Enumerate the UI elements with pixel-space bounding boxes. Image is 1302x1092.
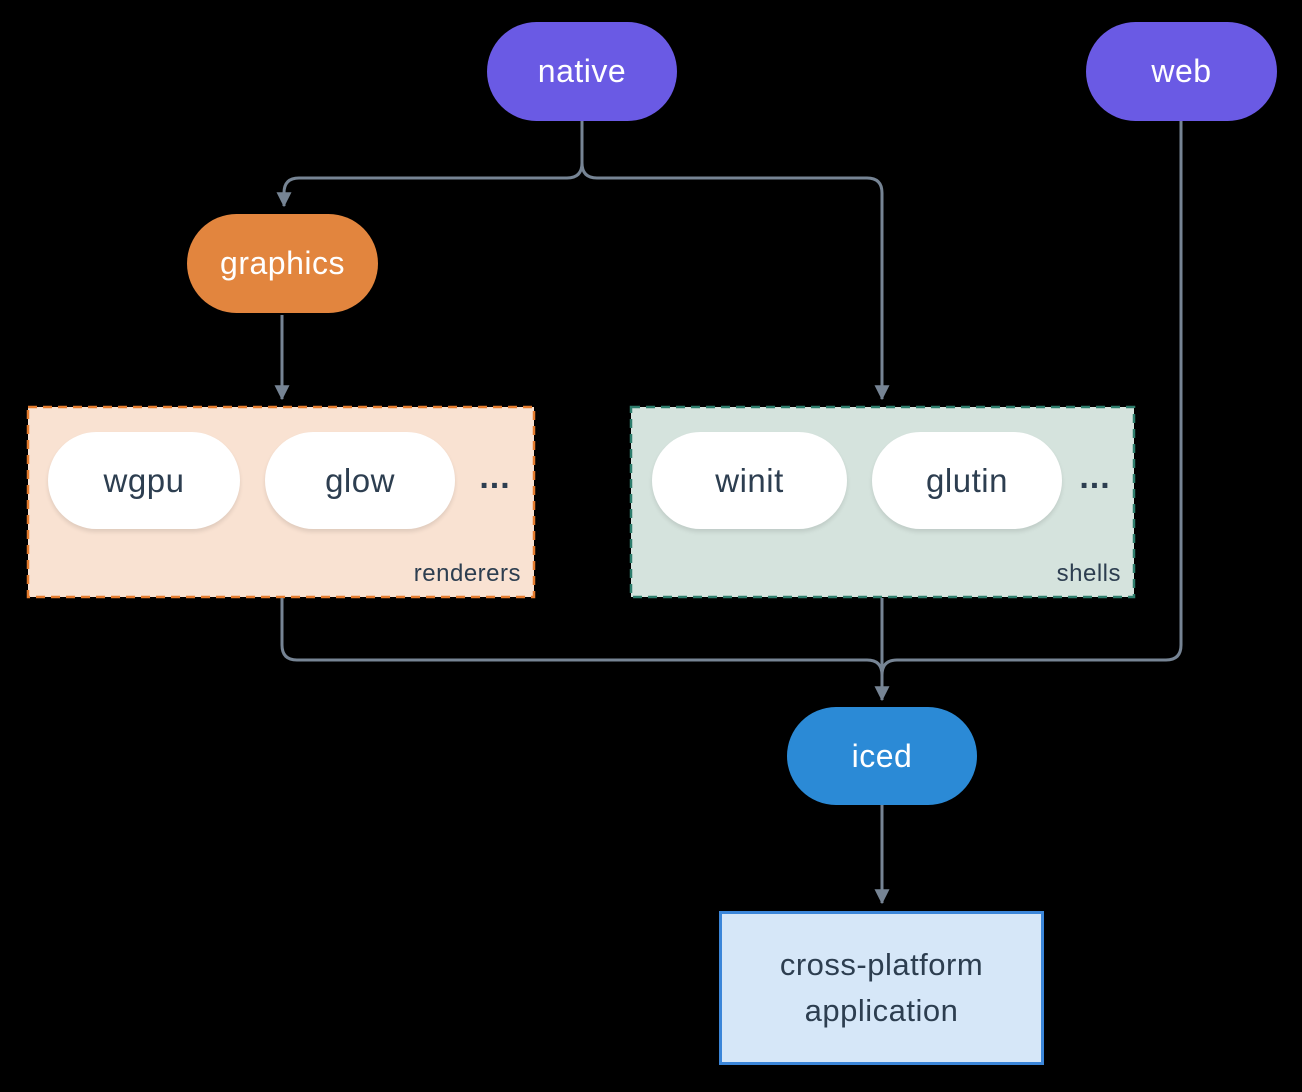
node-wgpu: wgpu bbox=[48, 432, 240, 529]
node-native: native bbox=[487, 22, 677, 121]
renderers-group-label: renderers bbox=[413, 560, 521, 587]
shells-ellipsis: ... bbox=[1079, 458, 1111, 496]
node-graphics: graphics bbox=[187, 214, 378, 313]
renderers-ellipsis: ... bbox=[479, 458, 511, 496]
node-winit: winit bbox=[652, 432, 847, 529]
edge-native-to-graphics bbox=[276, 121, 584, 208]
node-glow: glow bbox=[265, 432, 455, 529]
edge-native-to-shells bbox=[580, 121, 890, 401]
node-web: web bbox=[1086, 22, 1277, 121]
renderers-group: wgpu glow ... renderers bbox=[27, 406, 535, 598]
node-glutin: glutin bbox=[872, 432, 1062, 529]
shells-group: winit glutin ... shells bbox=[630, 406, 1135, 598]
node-iced: iced bbox=[787, 707, 977, 805]
shells-group-label: shells bbox=[1056, 560, 1121, 587]
edge-web-to-iced bbox=[880, 121, 1183, 676]
node-cross-platform-application: cross-platform application bbox=[719, 911, 1044, 1065]
application-label-line1: cross-platform bbox=[779, 947, 984, 982]
edge-renderers-to-iced bbox=[280, 598, 884, 676]
application-label-line2: application bbox=[804, 993, 959, 1028]
